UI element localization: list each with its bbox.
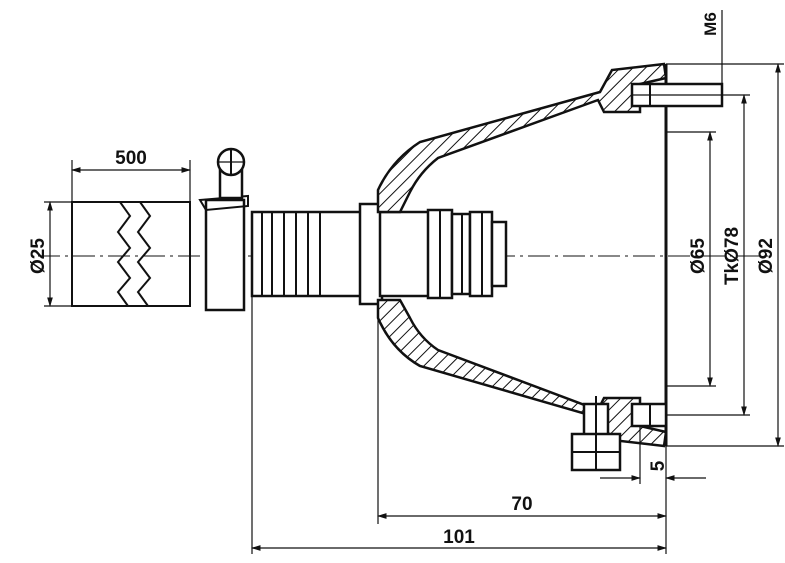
dim-thread: M6 xyxy=(701,12,720,36)
housing-body xyxy=(376,62,724,472)
dim-body-length: 70 xyxy=(511,494,532,515)
length-dimensions xyxy=(251,296,706,554)
hose-nipple xyxy=(250,202,508,306)
diameter-dimensions xyxy=(666,10,784,447)
dim-hose-length: 500 xyxy=(115,148,147,169)
hose-section xyxy=(44,160,191,307)
dim-inner-diameter: Ø65 xyxy=(688,238,709,274)
dim-total-length: 101 xyxy=(443,527,475,548)
dim-outer-diameter: Ø92 xyxy=(756,238,777,274)
dim-flange-thickness: 5 xyxy=(648,460,669,471)
dim-hose-diameter: Ø25 xyxy=(28,238,49,274)
dim-bolt-circle: TkØ78 xyxy=(722,227,743,285)
hose-clamp xyxy=(198,147,249,312)
